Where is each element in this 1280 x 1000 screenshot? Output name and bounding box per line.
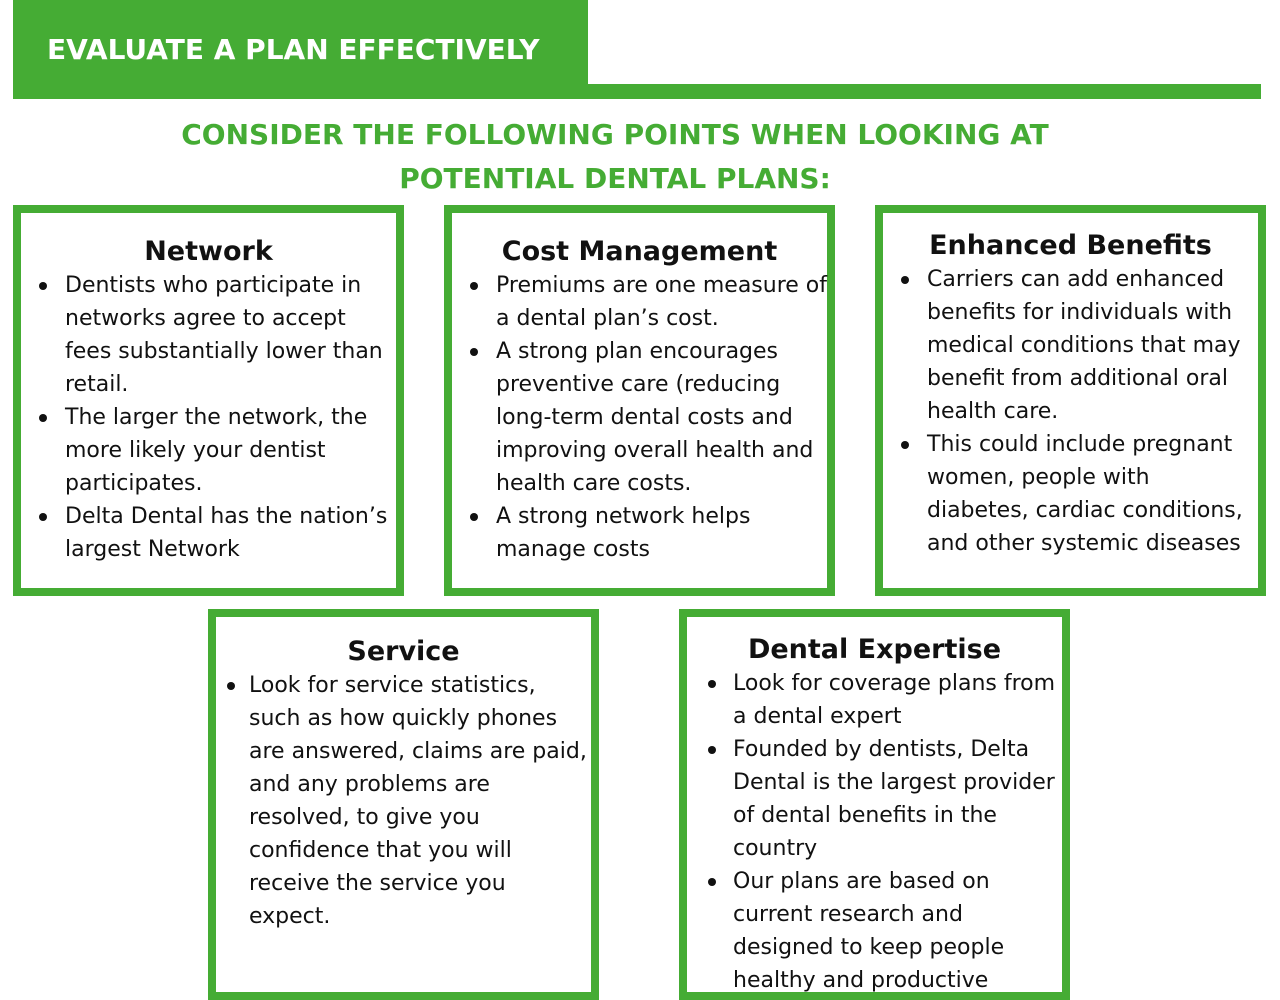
subtitle-line-1: CONSIDER THE FOLLOWING POINTS WHEN LOOKI… bbox=[181, 118, 1049, 151]
bullet-icon bbox=[470, 513, 478, 521]
list-cost-management: Premiums are one measure of a dental pla… bbox=[452, 269, 827, 566]
list-item-text: Look for coverage plans from a dental ex… bbox=[733, 671, 1056, 729]
card-title-network: Network bbox=[144, 236, 273, 267]
page-title: EVALUATE A PLAN EFFECTIVELY bbox=[47, 33, 540, 66]
card-cost-management: Cost Management Premiums are one measure… bbox=[444, 205, 835, 596]
list-enhanced-benefits: Carriers can add enhanced benefits for i… bbox=[883, 263, 1258, 560]
bullet-icon bbox=[901, 276, 909, 284]
list-item: Look for coverage plans from a dental ex… bbox=[687, 667, 1062, 733]
bullet-icon bbox=[470, 282, 478, 290]
header-banner bbox=[13, 0, 588, 98]
bullet-icon bbox=[470, 348, 478, 356]
list-item-text: Founded by dentists, Delta Dental is the… bbox=[733, 737, 1055, 861]
list-item-text: Carriers can add enhanced benefits for i… bbox=[927, 267, 1241, 424]
list-item-text: Delta Dental has the nation’s largest Ne… bbox=[65, 504, 388, 562]
card-network: Network Dentists who participate in netw… bbox=[13, 205, 404, 596]
list-item-text: This could include pregnant women, peopl… bbox=[927, 432, 1243, 556]
list-service: Look for service statistics, such as how… bbox=[216, 669, 591, 933]
bullet-icon bbox=[227, 682, 235, 690]
card-title-enhanced-benefits: Enhanced Benefits bbox=[929, 230, 1212, 261]
list-item: Dentists who participate in networks agr… bbox=[21, 269, 396, 401]
list-item-text: Premiums are one measure of a dental pla… bbox=[496, 273, 827, 331]
list-item: Our plans are based on current research … bbox=[687, 865, 1062, 997]
list-item: Delta Dental has the nation’s largest Ne… bbox=[21, 500, 396, 566]
list-item: A strong plan encourages preventive care… bbox=[452, 335, 827, 500]
card-title-service: Service bbox=[347, 636, 460, 667]
bullet-icon bbox=[708, 878, 716, 886]
bullet-icon bbox=[39, 513, 47, 521]
card-title-dental-expertise: Dental Expertise bbox=[747, 634, 1002, 665]
header-divider bbox=[13, 84, 1261, 99]
list-item-text: Dentists who participate in networks agr… bbox=[65, 273, 383, 397]
list-item: A strong network helps manage costs bbox=[452, 500, 827, 566]
list-item-text: Our plans are based on current research … bbox=[733, 869, 1005, 993]
list-item: Look for service statistics, such as how… bbox=[216, 669, 591, 933]
card-dental-expertise: Dental Expertise Look for coverage plans… bbox=[679, 609, 1070, 1000]
bullet-icon bbox=[708, 746, 716, 754]
list-item-text: The larger the network, the more likely … bbox=[65, 405, 368, 496]
list-item: Carriers can add enhanced benefits for i… bbox=[883, 263, 1258, 428]
list-item: Founded by dentists, Delta Dental is the… bbox=[687, 733, 1062, 865]
list-dental-expertise: Look for coverage plans from a dental ex… bbox=[687, 667, 1062, 997]
card-service: Service Look for service statistics, suc… bbox=[208, 609, 599, 1000]
list-item: Premiums are one measure of a dental pla… bbox=[452, 269, 827, 335]
card-enhanced-benefits: Enhanced Benefits Carriers can add enhan… bbox=[875, 205, 1266, 596]
bullet-icon bbox=[901, 441, 909, 449]
list-item-text: A strong network helps manage costs bbox=[496, 504, 751, 562]
subtitle-line-2: POTENTIAL DENTAL PLANS: bbox=[399, 162, 831, 195]
list-network: Dentists who participate in networks agr… bbox=[21, 269, 396, 566]
bullet-icon bbox=[39, 282, 47, 290]
list-item: The larger the network, the more likely … bbox=[21, 401, 396, 500]
subtitle: CONSIDER THE FOLLOWING POINTS WHEN LOOKI… bbox=[115, 113, 1115, 201]
bullet-icon bbox=[39, 414, 47, 422]
list-item-text: Look for service statistics, such as how… bbox=[249, 673, 587, 929]
list-item: This could include pregnant women, peopl… bbox=[883, 428, 1258, 560]
bullet-icon bbox=[708, 680, 716, 688]
card-title-cost-management: Cost Management bbox=[501, 236, 778, 267]
list-item-text: A strong plan encourages preventive care… bbox=[496, 339, 814, 496]
